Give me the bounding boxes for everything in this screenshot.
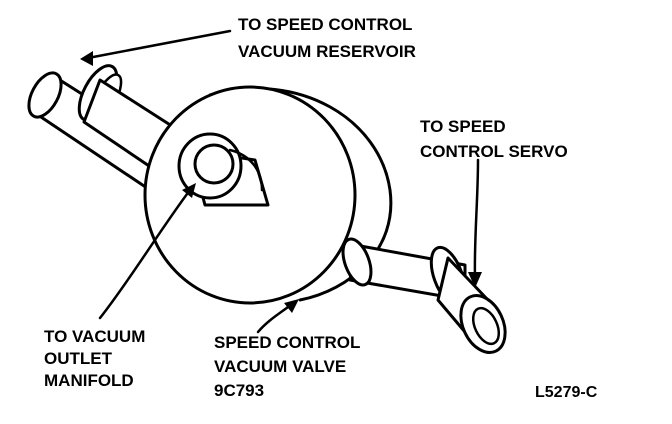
reservoir-leader	[86, 29, 232, 60]
label-reservoir: TO SPEED CONTROL VACUUM RESERVOIR	[238, 15, 417, 61]
label-manifold-line-1: TO VACUUM	[44, 327, 145, 346]
manifold-leader	[98, 188, 192, 320]
label-manifold: TO VACUUM OUTLET MANIFOLD	[44, 327, 150, 390]
manifold-arrowhead	[182, 183, 196, 198]
servo-arrowhead	[468, 272, 482, 288]
label-servo-line-2: CONTROL SERVO	[420, 142, 568, 161]
servo-port-fitting	[341, 237, 507, 354]
label-manifold-line-3: MANIFOLD	[44, 371, 134, 390]
servo-leader	[473, 158, 480, 280]
figure-code: L5279-C	[535, 384, 598, 401]
valve-leader	[256, 302, 294, 334]
label-servo: TO SPEED CONTROL SERVO	[420, 117, 568, 161]
reservoir-arrowhead	[80, 51, 93, 66]
label-valve-line-2: VACUUM VALVE	[214, 357, 346, 376]
label-servo-line-1: TO SPEED	[420, 117, 506, 136]
label-reservoir-line-1: TO SPEED CONTROL	[238, 15, 412, 34]
label-valve-line-3: 9C793	[214, 381, 264, 400]
valve-arrowhead	[284, 299, 299, 313]
leader-lines	[80, 29, 482, 334]
label-valve: SPEED CONTROL VACUUM VALVE 9C793	[214, 333, 365, 400]
label-valve-line-1: SPEED CONTROL	[214, 333, 360, 352]
manifold-outlet-nozzle	[177, 132, 270, 207]
label-manifold-line-2: OUTLET	[44, 349, 113, 368]
label-reservoir-line-2: VACUUM RESERVOIR	[238, 42, 416, 61]
